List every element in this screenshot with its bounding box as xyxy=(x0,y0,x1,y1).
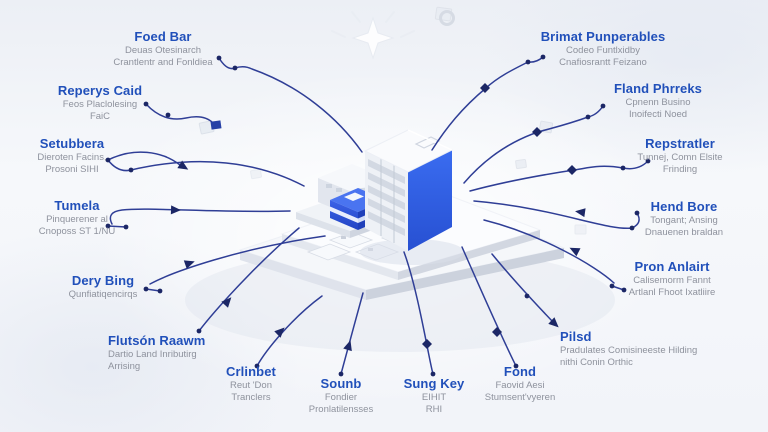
connector-dery-bing xyxy=(143,235,326,294)
label-subtitle: Tunnej, Comn Elsite xyxy=(637,151,723,163)
label-subtitle: Pinquerener al xyxy=(46,213,108,225)
label-subtitle: Dnauenen braldan xyxy=(644,227,724,239)
label-title: Brimat Punperables xyxy=(540,29,666,44)
label-title: Setubbera xyxy=(39,136,105,151)
label-subtitle: EIHIT xyxy=(421,391,447,403)
label-title: Fond xyxy=(503,364,537,379)
connector-sung-key xyxy=(403,251,436,377)
label-title: Hend Bore xyxy=(650,199,718,214)
label-subtitle: Fondier xyxy=(324,391,358,403)
label-fland-phrreks: Fland Phrreks Cpnenn Busino Inoifecti No… xyxy=(614,81,702,122)
label-subtitle: Arrising xyxy=(108,361,141,373)
connector-crlinbet xyxy=(254,295,323,369)
label-setubbera: Setubbera Dieroten Facins, Prosoni SIHI xyxy=(37,136,107,177)
label-title: Tumela xyxy=(54,198,100,213)
connector-tumela xyxy=(105,205,291,230)
label-fluton-raawm: Flutsón Raawm Dartio Land Inributirg Arr… xyxy=(108,333,206,374)
label-subtitle: Dartio Land Inributirg xyxy=(108,348,197,360)
label-title: Flutsón Raawm xyxy=(108,333,206,348)
label-title: Sounb xyxy=(320,376,362,391)
connector-hend-bore xyxy=(473,200,640,231)
label-subtitle: Artlanl Fhoot Ixatliire xyxy=(628,287,716,299)
connector-repstratler xyxy=(469,158,651,192)
label-pron-anlairt: Pron Anlairt Calisemorm Fannt Artlanl Fh… xyxy=(628,259,716,300)
connector-sounb xyxy=(338,292,364,377)
label-title: Dery Bing xyxy=(71,273,135,288)
ring-icon xyxy=(439,10,455,26)
label-title: Sung Key xyxy=(403,376,465,391)
label-brimat-punperables: Brimat Punperables Codeo Funtlxidby Cnaf… xyxy=(540,29,666,70)
label-subtitle: Cnoposs ST 1/NU xyxy=(38,226,116,238)
tower-blue-face xyxy=(408,150,452,251)
label-subtitle: Stumsent'vyeren xyxy=(484,392,556,404)
connector-fland-phrreks xyxy=(463,103,606,184)
label-subtitle: Prosoni SIHI xyxy=(45,164,99,176)
label-subtitle: Frinding xyxy=(662,164,698,176)
connector-setubbera xyxy=(105,151,305,187)
label-subtitle: Cnafiosrantt Feizano xyxy=(559,57,647,69)
label-subtitle: nithi Conin Orthic xyxy=(560,357,633,369)
label-hend-bore: Hend Bore Tongant; Ansing Dnauenen brald… xyxy=(644,199,724,240)
label-title: Repstratler xyxy=(645,136,715,151)
label-title: Pilsd xyxy=(560,329,592,344)
connector-lines xyxy=(105,54,651,377)
label-subtitle: Pronlatilensses xyxy=(308,404,374,416)
connector-pilsd xyxy=(491,253,559,328)
label-subtitle: Pradulates Comisineeste Hilding xyxy=(560,344,698,356)
label-subtitle: Faovid Aesi xyxy=(495,379,545,391)
label-title: Fland Phrreks xyxy=(614,81,702,96)
label-subtitle: FaiC xyxy=(89,111,111,123)
label-title: Foed Bar xyxy=(134,29,192,44)
connector-fond xyxy=(461,246,519,369)
label-subtitle: Crantlentr and Fonldiea xyxy=(113,57,213,69)
connector-fluton-raawm xyxy=(196,227,300,334)
label-reperys-caid: Reperys Caid Feos Placlolesing FaiC xyxy=(57,83,143,124)
tower-shadow xyxy=(360,239,464,265)
sparkle-icon xyxy=(331,11,415,60)
label-subtitle: Deuas Otesinarch xyxy=(124,44,202,56)
label-foed-bar: Foed Bar Deuas Otesinarch Crantlentr and… xyxy=(113,29,213,70)
connector-foed-bar xyxy=(216,55,363,153)
label-repstratler: Repstratler Tunnej, Comn Elsite Frinding xyxy=(637,136,723,177)
label-dery-bing: Dery Bing Qunfiatiqencirqs xyxy=(68,273,138,301)
label-subtitle: Cpnenn Busino xyxy=(625,96,691,108)
label-subtitle: Inoifecti Noed xyxy=(628,109,688,121)
label-subtitle: Reut 'Don xyxy=(230,379,272,391)
label-subtitle: Tongant; Ansing xyxy=(650,214,718,226)
label-subtitle: RHI xyxy=(425,404,443,416)
connector-pron-anlairt xyxy=(483,219,627,293)
connector-reperys-caid xyxy=(143,101,222,130)
label-subtitle: Calisemorm Fannt xyxy=(633,274,711,286)
label-subtitle: Feos Placlolesing xyxy=(62,98,138,110)
label-subtitle: Tranclers xyxy=(231,392,271,404)
connector-brimat-punperables xyxy=(431,54,546,151)
label-fond: Fond Faovid Aesi Stumsent'vyeren xyxy=(484,364,556,405)
label-subtitle: Dieroten Facins, xyxy=(37,151,107,163)
label-subtitle: Qunfiatiqencirqs xyxy=(68,288,138,300)
label-sounb: Sounb Fondier Pronlatilensses xyxy=(308,376,374,417)
tower-windows xyxy=(368,159,405,236)
label-title: Crlinbet xyxy=(226,364,276,379)
label-subtitle: Codeo Funtlxidby xyxy=(566,44,640,56)
platform-base xyxy=(185,185,615,352)
label-title: Reperys Caid xyxy=(57,83,143,98)
label-crlinbet: Crlinbet Reut 'Don Tranclers xyxy=(226,364,276,405)
label-title: Pron Anlairt xyxy=(634,259,710,274)
label-sung-key: Sung Key EIHIT RHI xyxy=(403,376,465,417)
tower-building xyxy=(363,129,454,251)
label-tumela: Tumela Pinquerener al Cnoposs ST 1/NU xyxy=(38,198,116,239)
label-pilsd: Pilsd Pradulates Comisineeste Hilding ni… xyxy=(560,329,698,370)
